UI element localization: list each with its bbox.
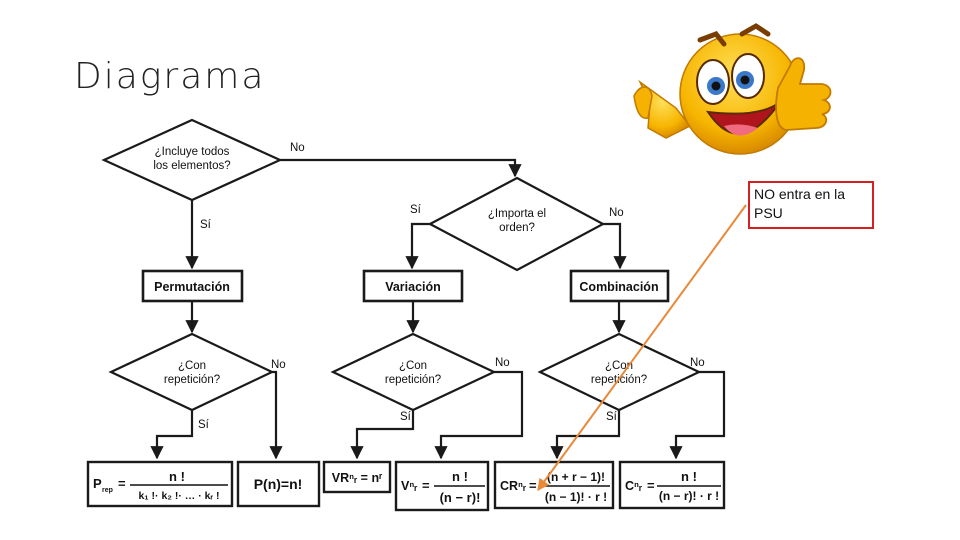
svg-text:Vⁿᵣ: Vⁿᵣ: [401, 479, 417, 493]
combinacion-box: Combinación: [569, 269, 670, 303]
label-no-perm: No: [271, 359, 286, 371]
svg-text:n !: n !: [169, 469, 185, 484]
label-si-var: Sí: [400, 411, 412, 423]
svg-text:repetición?: repetición?: [385, 374, 441, 386]
label-no-2: No: [609, 207, 624, 219]
svg-text:Cⁿᵣ: Cⁿᵣ: [625, 479, 642, 493]
decision-rep-var: ¿Con repetición?: [330, 332, 497, 412]
svg-text:Permutación: Permutación: [154, 280, 230, 294]
svg-text:(n − 1)! · r !: (n − 1)! · r !: [545, 490, 607, 504]
thumbs-up-smiley-icon: [633, 23, 832, 155]
label-no-1: No: [290, 142, 305, 154]
svg-text:CRⁿᵣ: CRⁿᵣ: [500, 479, 526, 493]
formula-var: Vⁿᵣ = n ! (n − r)!: [394, 460, 490, 512]
label-si-comb: Sí: [606, 411, 618, 423]
decision-rep-comb: ¿Con repetición?: [537, 332, 702, 412]
svg-text:=: =: [422, 478, 430, 493]
variacion-box: Variación: [362, 269, 464, 303]
svg-text:P: P: [93, 476, 102, 491]
decision-order: ¿Importa el orden?: [427, 176, 606, 272]
svg-text:¿Con: ¿Con: [399, 360, 427, 372]
label-si-perm: Sí: [198, 419, 210, 431]
label-no-comb: No: [690, 357, 705, 369]
svg-text:=: =: [118, 476, 126, 491]
svg-text:VRⁿᵣ = nʳ: VRⁿᵣ = nʳ: [332, 471, 383, 485]
label-si-2: Sí: [410, 204, 422, 216]
decision-order-line1: ¿Importa el: [488, 208, 546, 220]
svg-text:(n − r)! · r !: (n − r)! · r !: [659, 489, 719, 503]
svg-text:k₁ !· k₂ !· … · kᵣ !: k₁ !· k₂ !· … · kᵣ !: [138, 490, 219, 502]
svg-text:¿Con: ¿Con: [178, 360, 206, 372]
decision-order-line2: orden?: [499, 222, 535, 234]
svg-text:Combinación: Combinación: [579, 280, 658, 294]
decision-all-line2: los elementos?: [153, 160, 230, 172]
decision-all-line1: ¿Incluye todos: [155, 146, 230, 158]
formula-var-rep: VRⁿᵣ = nʳ: [322, 460, 392, 494]
svg-text:n !: n !: [681, 469, 697, 484]
svg-text:repetición?: repetición?: [164, 374, 220, 386]
svg-text:(n − r)!: (n − r)!: [440, 490, 481, 505]
svg-text:n !: n !: [452, 469, 468, 484]
label-no-var: No: [495, 357, 510, 369]
label-si-1: Sí: [200, 219, 212, 231]
pointer-arrow: [537, 204, 747, 491]
formula-perm: P(n)=n!: [236, 460, 321, 508]
formula-perm-rep: P rep = n ! k₁ !· k₂ !· … · kᵣ !: [86, 460, 234, 508]
slide-title: Diagrama: [74, 56, 266, 97]
decision-all-elements: ¿Incluye todos los elementos?: [101, 118, 283, 202]
svg-text:=: =: [529, 478, 537, 493]
svg-text:(n + r − 1)!: (n + r − 1)!: [547, 470, 605, 484]
decision-rep-perm: ¿Con repetición?: [108, 332, 275, 412]
svg-text:P(n)=n!: P(n)=n!: [254, 476, 303, 492]
svg-text:Variación: Variación: [385, 280, 441, 294]
svg-text:=: =: [647, 478, 655, 493]
permutacion-box: Permutación: [141, 269, 244, 303]
formula-comb: Cⁿᵣ = n ! (n − r)! · r !: [618, 460, 726, 510]
psu-note: NO entra en la PSU: [748, 181, 874, 229]
svg-text:rep: rep: [102, 487, 113, 494]
